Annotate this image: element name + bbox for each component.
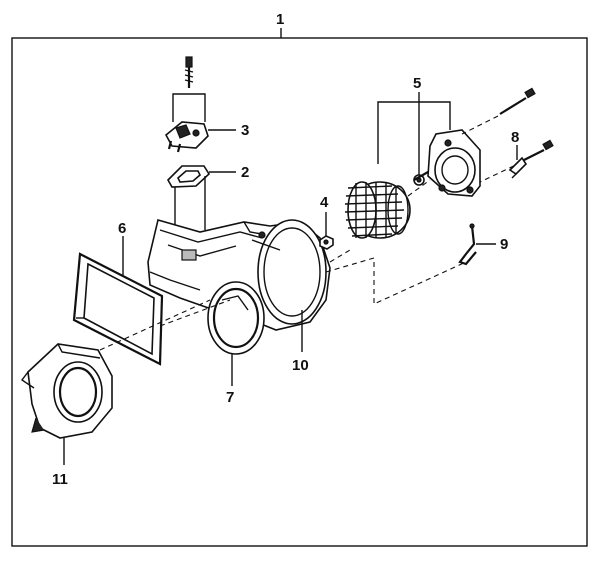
resistor-part <box>164 121 209 153</box>
callout-9: 9 <box>500 236 508 253</box>
clip-part <box>508 156 528 179</box>
dash-line-screw-lower <box>479 161 523 183</box>
screw-right-lower <box>523 139 554 161</box>
callout-3: 3 <box>241 122 249 139</box>
callout-6: 6 <box>118 220 126 237</box>
callout-4: 4 <box>320 194 329 211</box>
callout-5: 5 <box>413 75 421 92</box>
dash-axis-case-fan <box>329 249 351 263</box>
callout-1: 1 <box>276 11 284 28</box>
callout-2: 2 <box>241 164 249 181</box>
inlet-duct-part <box>20 343 113 439</box>
screw-top <box>184 56 194 88</box>
callout-11: 11 <box>52 471 68 488</box>
callout-10: 10 <box>292 357 309 374</box>
bracket-5 <box>377 101 451 164</box>
spring-clip-part <box>458 223 477 266</box>
nut-part <box>319 235 334 250</box>
blower-case-part <box>147 219 331 331</box>
seal-ring-part <box>207 281 265 355</box>
callout-7: 7 <box>226 389 234 406</box>
dash-axis-fan-motor <box>407 179 431 197</box>
callout-8: 8 <box>511 129 519 146</box>
assembly-frame <box>11 37 588 547</box>
dash-axis-lower <box>325 257 467 305</box>
dash-line-frame <box>159 299 231 327</box>
screw-right-upper <box>499 87 536 115</box>
fan-wheel-part <box>344 181 411 239</box>
blower-motor-part <box>413 129 481 197</box>
gasket-part <box>167 165 211 188</box>
dash-line-duct <box>99 299 211 351</box>
dash-line-screw-upper <box>461 115 499 135</box>
screw-bracket <box>172 93 206 122</box>
filter-frame-part <box>72 252 164 366</box>
